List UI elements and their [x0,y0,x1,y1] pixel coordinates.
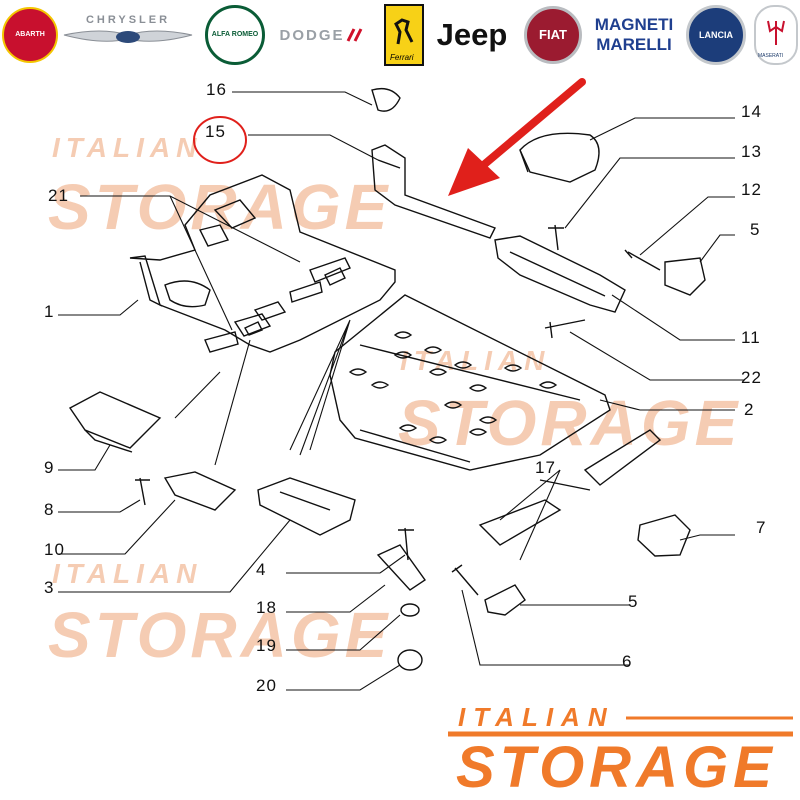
plug-part-5b [484,584,526,616]
cover-part-10 [163,471,237,511]
italian-storage-logo: ITALIAN STORAGE [448,700,798,798]
callout-7: 7 [756,518,767,537]
lancia-badge-icon: LANCIA [686,5,746,65]
plug-part-5a [664,257,706,296]
dodge-logo: DODGE [272,4,372,66]
highlight-circle [193,116,247,164]
fiat-text: FIAT [539,27,567,42]
watermark-storage-top: STORAGE [48,171,392,243]
logo-rule-lines [448,716,793,737]
callout-21: 21 [48,186,69,205]
callout-12: 12 [741,180,762,199]
watermark-storage-mid: STORAGE [398,387,742,459]
lancia-logo: LANCIA [686,4,746,66]
floor-plate-part-2 [329,294,611,471]
maserati-logo: MASERATI [754,4,798,66]
sill-trim-part-15 [371,144,496,239]
brand-logo-strip: ABARTH CHRYSLER ALFA ROMEO DODGE Ferrari [0,0,800,70]
callout-10: 10 [44,540,65,559]
dodge-stripes-icon [346,28,362,42]
clip-part-18 [376,544,426,591]
callout-16: 16 [206,80,227,99]
rail-part-17a [478,499,562,546]
sill-trim-part-11 [494,235,626,313]
ferrari-horse-icon: Ferrari [384,4,424,66]
alfa-romeo-logo: ALFA ROMEO [204,4,266,66]
watermark-italian-top: ITALIAN [52,132,203,163]
ferrari-text: Ferrari [390,53,414,62]
callout-5-upper: 5 [750,220,761,239]
screw-part-8 [135,477,150,506]
screw-part-12 [624,249,661,271]
callout-17: 17 [535,458,556,477]
fiat-badge-icon: FIAT [524,6,582,64]
watermark-storage-bottom: STORAGE [48,599,392,671]
screw-part-4 [398,527,414,561]
maserati-trident-icon: MASERATI [754,5,798,65]
callout-13: 13 [741,142,762,161]
bushing-part-19 [400,603,420,617]
callout-22: 22 [741,368,762,387]
callout-4: 4 [256,560,267,579]
callout-6: 6 [622,652,633,671]
abarth-scorpion-icon: ABARTH [2,7,58,63]
callout-14: 14 [741,102,762,121]
logo-italian-text: ITALIAN [458,702,615,732]
red-arrow-icon [448,78,586,196]
duct-part-3 [257,477,356,536]
callout-20: 20 [256,676,277,695]
fastener-part-16 [371,87,401,112]
logo-storage-text: STORAGE [456,735,777,800]
dodge-text: DODGE [279,26,345,44]
callout-11: 11 [741,328,761,347]
cover-part-14 [519,132,600,183]
fiat-logo: FIAT [524,4,582,66]
chrysler-logo: CHRYSLER [62,4,194,66]
jeep-wordmark: Jeep [436,17,508,52]
screw-part-13 [548,224,564,251]
callout-3: 3 [44,578,55,597]
rail-part-17b [583,429,662,486]
chrysler-text: CHRYSLER [85,14,171,26]
callout-1: 1 [44,302,55,321]
alfa-romeo-text: ALFA ROMEO [211,31,259,38]
nut-part-20 [397,649,423,671]
callout-15: 15 [205,122,226,141]
ferrari-logo: Ferrari [384,4,424,66]
chrysler-wings-icon [63,30,193,43]
floor-mat-part-1 [129,174,396,353]
maserati-text: MASERATI [758,53,784,59]
watermark-italian-bottom: ITALIAN [52,558,203,589]
jeep-logo: Jeep [430,4,514,66]
magneti-marelli-logo: MAGNETI MARELLI [588,4,680,66]
screw-part-6 [451,564,479,596]
fastener-part-22 [544,319,586,339]
abarth-text: ABARTH [15,31,45,38]
callout-2: 2 [744,400,755,419]
callout-18: 18 [256,598,277,617]
cover-part-7 [637,514,691,557]
cover-part-9 [68,391,162,449]
magneti-marelli-wordmark: MAGNETI MARELLI [594,15,674,54]
lancia-text: LANCIA [699,30,733,40]
abarth-logo: ABARTH [2,4,58,66]
callout-9: 9 [44,458,55,477]
callout-5-lower: 5 [628,592,639,611]
alfa-romeo-badge-icon: ALFA ROMEO [205,5,265,65]
callout-19: 19 [256,636,277,655]
callout-8: 8 [44,500,55,519]
